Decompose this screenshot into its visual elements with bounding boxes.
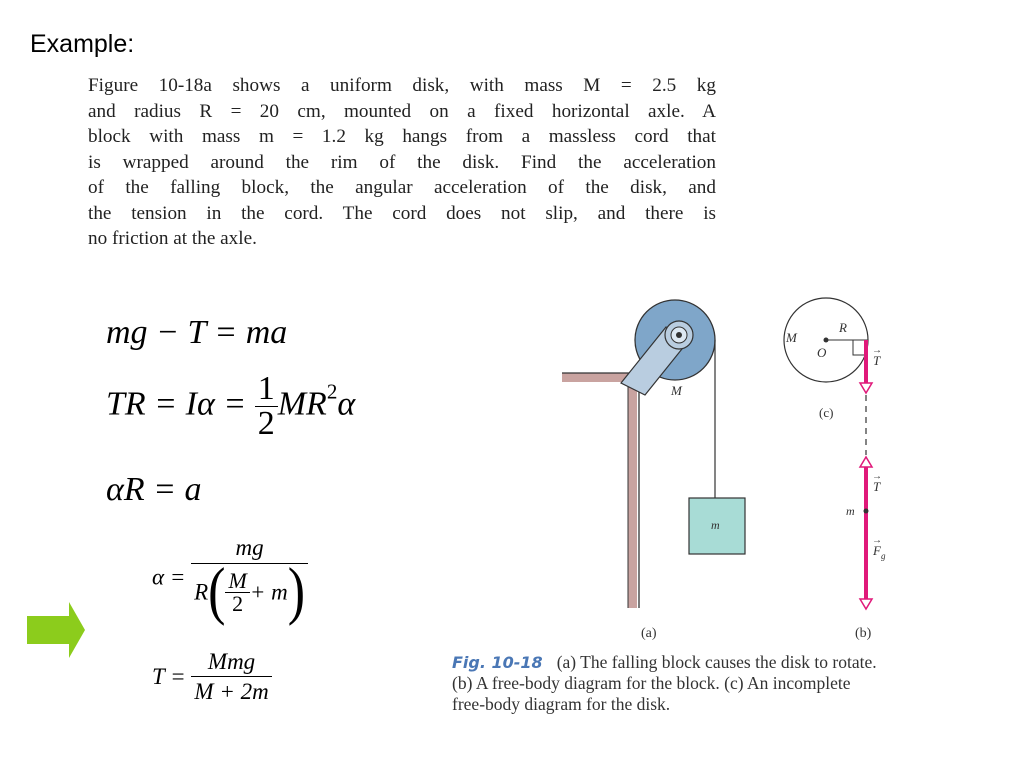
label-R: R: [838, 320, 847, 335]
equation-newton: mg − T = ma: [106, 314, 288, 351]
alpha-plus-m: + m: [249, 579, 288, 605]
paren-open: (: [208, 555, 226, 627]
problem-line: the tension in the cord. The cord does n…: [88, 202, 716, 224]
label-disk-mass: M: [670, 383, 683, 398]
problem-line: and radius R = 20 cm, mounted on a fixed…: [88, 100, 716, 122]
axle-mount: [620, 320, 694, 396]
exponent: 2: [326, 379, 338, 404]
vector-arrow-T-b: →: [872, 471, 882, 482]
fraction-numerator: 1: [257, 370, 275, 407]
slide-heading: Example:: [30, 30, 135, 58]
tension-arrowhead-block: [858, 455, 874, 468]
equation-torque-alpha: α: [337, 385, 356, 423]
label-g-subscript: g: [881, 551, 886, 561]
label-M-c: M: [785, 330, 798, 345]
alpha-lhs: α =: [152, 564, 192, 590]
caption-line: free-body diagram for the disk.: [452, 694, 671, 714]
inner-numerator: M: [228, 567, 247, 593]
tension-numerator: Mmg: [207, 649, 256, 674]
problem-statement: Figure 10-18a shows a uniform disk, with…: [88, 73, 716, 252]
block: [688, 497, 746, 555]
label-T-b: T: [873, 479, 881, 494]
label-T-c: T: [873, 353, 881, 368]
right-arrow-icon: [27, 602, 85, 658]
problem-line: block with mass m = 1.2 kg hangs from a …: [88, 126, 716, 147]
vector-arrow-T-c: →: [872, 345, 882, 356]
gravity-arrowhead: [858, 598, 874, 611]
figure-label: Fig. 10-18: [452, 653, 543, 672]
caption-line: Fig. 10-18 (a) The falling block causes t…: [452, 652, 992, 673]
equation-torque-mr: MR: [277, 385, 327, 423]
problem-line: Figure 10-18a shows a uniform disk, with…: [88, 75, 716, 96]
label-b: (b): [855, 626, 872, 641]
caption-text: (a) The falling block causes the disk to…: [556, 652, 877, 672]
alpha-radius: R: [194, 579, 209, 605]
physics-figure: M m (a) (b) M O R T → (c) m T → F → g: [562, 297, 886, 641]
problem-line: no friction at the axle.: [88, 228, 257, 249]
label-F: F: [872, 543, 882, 558]
label-m-b: m: [846, 504, 855, 518]
label-O: O: [817, 345, 827, 360]
tension-arrowhead-disk: [858, 382, 874, 395]
alpha-numerator: mg: [235, 535, 264, 560]
vector-arrow-F: →: [872, 535, 882, 546]
wall: [562, 372, 642, 608]
problem-line: of the falling block, the angular accele…: [88, 177, 716, 198]
label-a: (a): [641, 626, 657, 641]
equation-rolling: αR = a: [106, 471, 202, 508]
tension-denominator: M + 2m: [191, 676, 272, 703]
fraction-denominator: 2: [254, 406, 278, 441]
inner-denominator: 2: [225, 591, 250, 615]
problem-line: is wrapped around the rim of the disk. F…: [88, 151, 716, 173]
figure-caption: Fig. 10-18 (a) The falling block causes t…: [452, 652, 992, 715]
caption-line: (b) A free-body diagram for the block. (…: [452, 673, 851, 693]
tension-lhs: T =: [152, 664, 192, 689]
label-c: (c): [819, 405, 833, 420]
paren-close: ): [287, 555, 306, 627]
label-block-mass: m: [711, 518, 720, 532]
equation-torque-lhs: TR = Iα =: [106, 385, 255, 423]
